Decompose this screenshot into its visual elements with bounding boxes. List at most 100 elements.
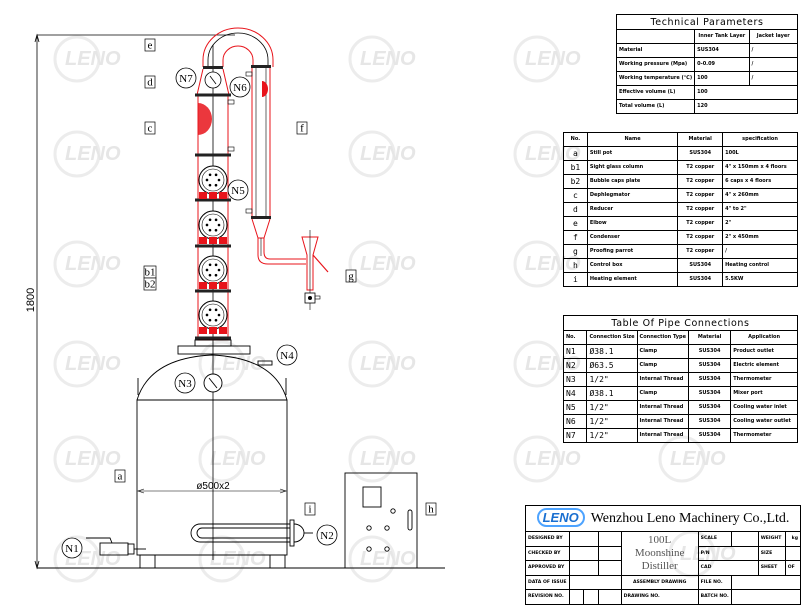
table-cell: Product outlet <box>730 344 798 359</box>
table-cell: Sight glass column <box>586 160 679 175</box>
table-row: Total volume (L)120 <box>615 99 798 114</box>
table-cell: Heating control <box>722 258 798 273</box>
table-cell: T2 copper <box>677 174 724 189</box>
column-flange <box>195 93 231 97</box>
part-label-box-f <box>296 121 308 135</box>
part-label-box-e <box>144 38 156 52</box>
designed-by-label: DESIGNED BY <box>525 531 570 547</box>
part-label-i: i <box>308 504 311 516</box>
size-label: SIZE <box>757 545 786 561</box>
watermark-logo: LENO <box>65 143 121 165</box>
table-cell: i <box>563 272 588 287</box>
watermark-ring <box>348 535 396 583</box>
connection-bubble-n2 <box>316 524 338 546</box>
bubble-cap <box>199 237 207 244</box>
company-name: Wenzhou Leno Machinery Co.,Ltd. <box>590 511 790 527</box>
table-cell: e <box>563 216 588 231</box>
sight-glass <box>198 255 228 285</box>
table-cell: / <box>748 71 799 86</box>
watermark-logo: LENO <box>65 448 121 470</box>
watermark-ring <box>513 340 561 388</box>
table-cell: / <box>748 43 799 58</box>
bubble-cap <box>209 192 217 199</box>
part-label-d: d <box>147 77 153 89</box>
part-label-box-c <box>144 121 156 135</box>
sight-glass <box>198 165 228 195</box>
pipe-connections-table: Table Of Pipe Connections No.Connection … <box>562 315 798 443</box>
table-cell: 1/2" <box>586 372 638 387</box>
table-cell: SUS304 <box>694 43 750 58</box>
watermark-logo: LENO <box>65 253 121 275</box>
table-cell: a <box>563 146 588 161</box>
table-cell: 1/2" <box>586 414 638 429</box>
file-no-label: FILE NO. <box>697 574 732 590</box>
watermark-ring <box>53 535 101 583</box>
table-cell: Material <box>677 132 724 147</box>
table-cell: N4 <box>562 386 588 401</box>
control-box <box>344 472 418 569</box>
table-cell: SUS304 <box>687 428 732 443</box>
batch-no-label: BATCH NO. <box>697 589 732 605</box>
table-cell: T2 copper <box>677 216 724 231</box>
table-cell: Connection Type <box>636 330 690 345</box>
height-dimension-text: 1800 <box>25 288 37 312</box>
watermark-logo: LENO <box>65 353 121 375</box>
table-cell: 6 caps x 4 floors <box>722 174 798 189</box>
table-cell: Clamp <box>636 358 690 373</box>
table-cell: 1/2" <box>586 428 638 443</box>
connection-label-n7: N7 <box>179 73 193 85</box>
table-cell: Proofing parrot <box>586 244 679 259</box>
connection-bubble-n6 <box>229 76 251 98</box>
bubble-cap <box>199 327 207 334</box>
table-cell: N2 <box>562 358 588 373</box>
table-cell: Jacket layer <box>748 29 799 44</box>
table-cell: No. <box>563 132 588 147</box>
table-cell: Bubble caps plate <box>586 174 679 189</box>
table-cell: f <box>563 230 588 245</box>
watermark-logo: LENO <box>360 48 416 70</box>
table-row: Effective volume (L)100 <box>615 85 798 100</box>
table-cell: SUS304 <box>687 400 732 415</box>
table-cell: Internal Thread <box>636 428 690 443</box>
part-label-b2: b2 <box>145 279 156 291</box>
connection-bubble-n1 <box>61 537 83 559</box>
table-cell: 4" x 150mm x 4 floors <box>722 160 798 175</box>
table-cell: Mixer port <box>730 386 798 401</box>
table-cell: Ø38.1 <box>586 386 638 401</box>
table-cell: 0-0.09 <box>694 57 750 72</box>
sight-glass <box>198 300 228 330</box>
table-cell: / <box>748 57 799 72</box>
cad-label: CAD <box>697 560 759 576</box>
table-cell: T2 copper <box>677 160 724 175</box>
watermark-ring <box>348 130 396 178</box>
watermark-logo: LENO <box>525 448 581 470</box>
table-cell: 4" to 2" <box>722 202 798 217</box>
watermark-logo: LENO <box>65 48 121 70</box>
scale-label: SCALE <box>697 531 732 547</box>
table-cell: SUS304 <box>677 272 724 287</box>
table-cell: 100 <box>694 85 798 100</box>
table-cell: Internal Thread <box>636 400 690 415</box>
company-logo: LENO <box>536 508 585 528</box>
table-cell: Still pot <box>586 146 679 161</box>
part-label-box-i <box>304 502 316 516</box>
table-row: Working pressure (Mpa)0-0.09/ <box>615 57 799 72</box>
connection-label-n4: N4 <box>280 350 294 362</box>
connection-label-n2: N2 <box>320 530 333 542</box>
part-label-c: c <box>148 123 153 135</box>
elbow-gooseneck <box>202 27 274 67</box>
watermark-ring <box>348 340 396 388</box>
table-cell: SUS304 <box>687 386 732 401</box>
watermark-ring <box>348 435 396 483</box>
column-flange <box>195 289 231 293</box>
table-cell: N1 <box>562 344 588 359</box>
